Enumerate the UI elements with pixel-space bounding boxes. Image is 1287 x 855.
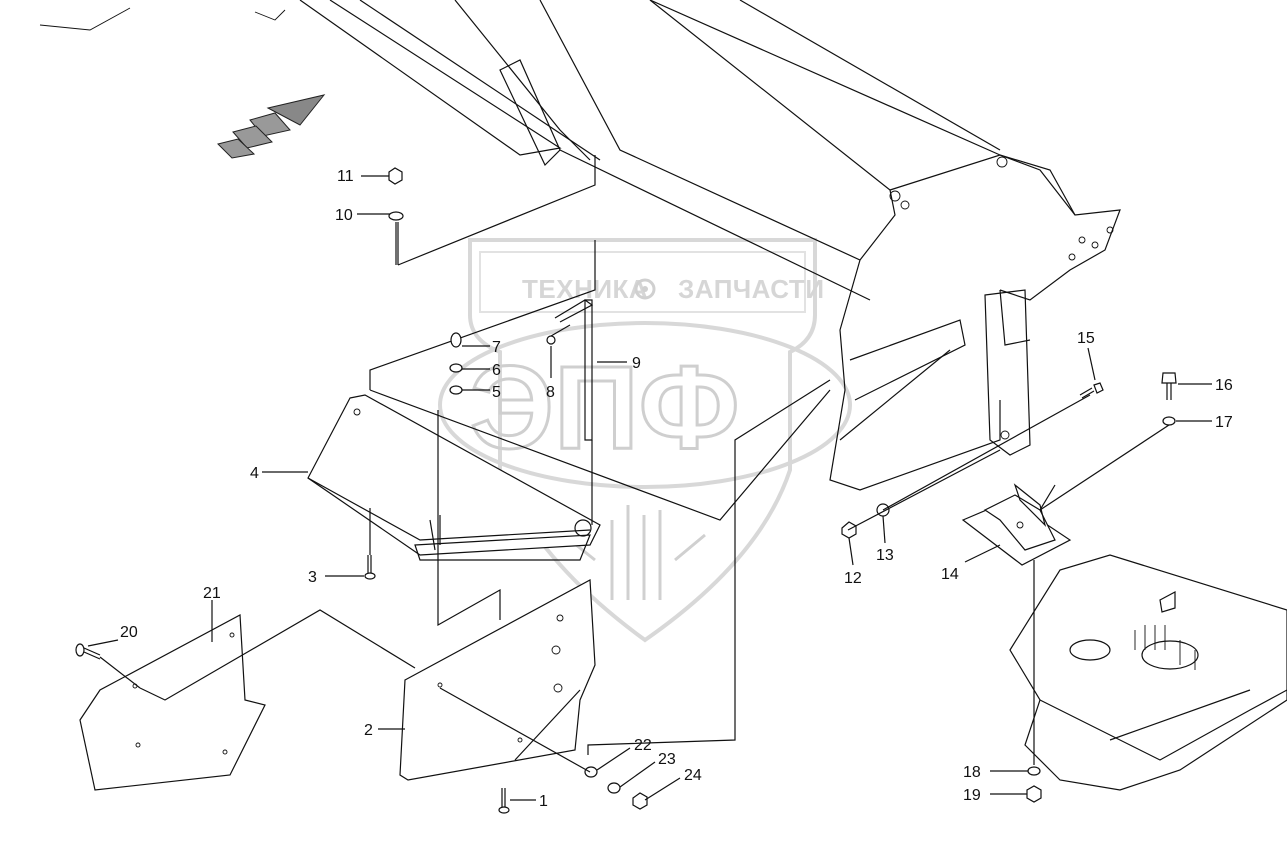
callout-leaders — [87, 175, 1212, 801]
callout-19: 19 — [963, 787, 981, 804]
callout-1: 1 — [539, 793, 548, 810]
part-4-cover — [307, 394, 601, 561]
callout-13: 13 — [876, 547, 894, 564]
callout-21: 21 — [203, 585, 221, 602]
callout-14: 14 — [941, 566, 959, 583]
gear-icon — [634, 278, 656, 300]
callout-20: 20 — [120, 624, 138, 641]
watermark-right-word: ЗАПЧАСТИ — [678, 274, 825, 304]
assembly-axis-lines — [99, 222, 1170, 773]
callout-16: 16 — [1215, 377, 1233, 394]
callout-9: 9 — [632, 355, 641, 372]
combine-frame — [39, 0, 1287, 791]
callout-24: 24 — [684, 767, 702, 784]
callout-22: 22 — [634, 737, 652, 754]
watermark-logo-letters: ЭПФ — [470, 342, 739, 474]
callout-5: 5 — [492, 384, 501, 401]
callout-2: 2 — [364, 722, 373, 739]
part-14-bracket — [961, 483, 1072, 566]
watermark-logo: ТЕХНИКА ЗАПЧАСТИ ЭПФ — [438, 238, 852, 643]
part-2-side-shield — [399, 579, 596, 781]
callout-3: 3 — [308, 569, 317, 586]
callout-11: 11 — [337, 168, 354, 185]
direction-arrow-icon — [217, 94, 326, 159]
part-21-left-panel — [79, 609, 416, 791]
callout-7: 7 — [492, 339, 501, 356]
part-lower-panel — [437, 379, 831, 755]
watermark-left-word: ТЕХНИКА — [522, 274, 648, 304]
callout-18: 18 — [963, 764, 981, 781]
callout-17: 17 — [1215, 414, 1233, 431]
callout-4: 4 — [250, 465, 259, 482]
callout-8: 8 — [546, 384, 555, 401]
part-upper-plate — [369, 155, 831, 521]
callout-6: 6 — [492, 362, 501, 379]
callout-12: 12 — [844, 570, 862, 587]
callout-10: 10 — [335, 207, 353, 224]
fasteners — [75, 167, 1177, 814]
callout-15: 15 — [1077, 330, 1095, 347]
callout-labels: 11 10 7 6 5 8 9 4 3 2 1 21 20 22 23 24 1… — [120, 168, 1233, 810]
callout-23: 23 — [658, 751, 676, 768]
